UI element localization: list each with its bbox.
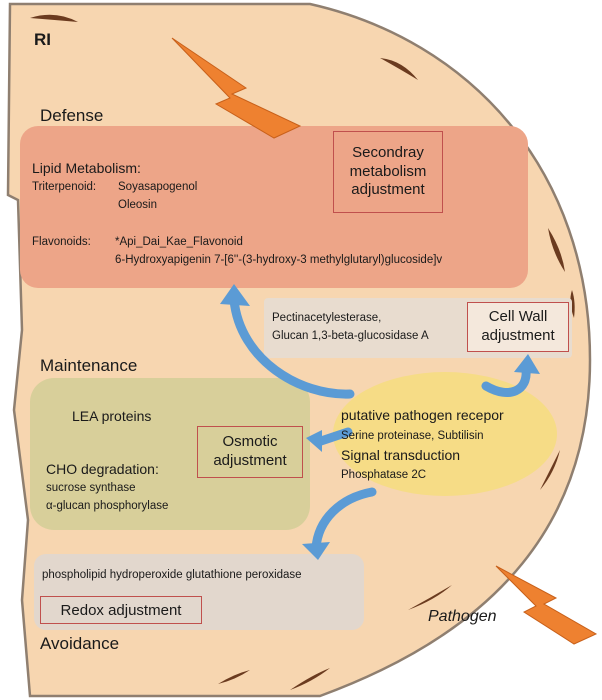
maintenance-region	[30, 378, 310, 530]
osmotic-adjustment-box: Osmotic adjustment	[197, 426, 303, 478]
cell-wall-gene: Pectinacetylesterase,	[272, 312, 382, 324]
lesion-mark	[290, 668, 330, 690]
cell-wall-gene: Glucan 1,3-beta-glucosidase A	[272, 330, 429, 342]
receptor-label: putative pathogen recepor	[341, 407, 504, 423]
defense-label: Defense	[40, 106, 104, 125]
lea-proteins: LEA proteins	[72, 408, 152, 424]
arrow-to-osmotic	[313, 427, 353, 447]
cell-wall-box-line: Cell Wall	[488, 308, 548, 326]
maintenance-label: Maintenance	[40, 356, 138, 375]
ri-label: RI	[34, 30, 51, 49]
flavonoids-label: Flavonoids:	[32, 236, 91, 248]
triterpenoid-label: Triterpenoid:	[32, 181, 97, 193]
secondary-box-line: Secondray	[352, 143, 424, 161]
signal-region	[333, 372, 557, 496]
transduction-gene: Phosphatase 2C	[341, 469, 427, 481]
arrow-to-avoidance	[311, 487, 377, 553]
receptor-genes: Serine proteinase, Subtilisin	[341, 430, 484, 442]
cho-gene: α-glucan phosphorylase	[46, 500, 169, 512]
secondary-metabolism-box: Secondray metabolism adjustment	[333, 131, 443, 213]
flavonoid-gene: 6-Hydroxyapigenin 7-[6''-(3-hydroxy-3 me…	[115, 254, 443, 266]
defense-region	[20, 126, 528, 288]
lesion-mark	[30, 14, 78, 22]
cho-gene: sucrose synthase	[46, 482, 136, 494]
arrowhead-icon	[306, 430, 322, 452]
arrowhead-icon	[220, 284, 250, 306]
lesion-mark	[570, 290, 575, 318]
signal-transduction-label: Signal transduction	[341, 447, 461, 463]
arrows	[229, 295, 531, 553]
osmotic-box-line: Osmotic	[222, 433, 278, 451]
cell-wall-box: Cell Wall adjustment	[467, 302, 569, 352]
avoidance-label: Avoidance	[40, 634, 120, 653]
arrowhead-icon	[514, 354, 540, 374]
cell-wall-box-line: adjustment	[481, 327, 555, 344]
secondary-box-line: adjustment	[351, 181, 425, 199]
avoidance-region	[34, 554, 364, 630]
redox-adjustment-box: Redox adjustment	[40, 596, 202, 624]
lesion-mark	[548, 228, 565, 272]
secondary-box-line: metabolism	[349, 162, 427, 180]
lightning-icon	[171, 37, 302, 139]
pathogen-label: Pathogen	[428, 608, 497, 625]
lesion-mark	[540, 450, 560, 490]
triterpenoid-gene: Soyasapogenol	[118, 181, 198, 193]
arrowhead-icon	[302, 542, 330, 560]
cho-degradation-title: CHO degradation:	[46, 461, 159, 477]
flavonoid-gene: *Api_Dai_Kae_Flavonoid	[115, 236, 243, 248]
lightning-icon	[495, 565, 598, 645]
lipid-metabolism-title: Lipid Metabolism:	[32, 160, 141, 176]
lesion-mark	[218, 670, 250, 684]
avoidance-gene: phospholipid hydroperoxide glutathione p…	[42, 569, 302, 581]
triterpenoid-gene: Oleosin	[118, 199, 157, 211]
arrow-to-cell-wall	[481, 365, 531, 398]
arrow-to-defense	[229, 295, 355, 399]
osmotic-box-line: adjustment	[213, 452, 287, 469]
